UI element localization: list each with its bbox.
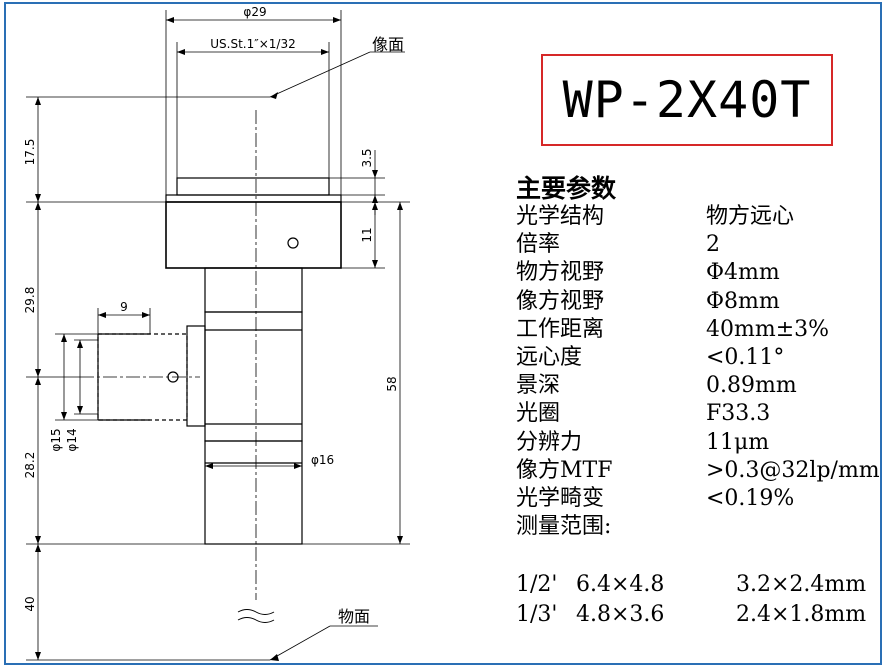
param-value: 物方远心 [706,204,795,229]
param-value: <0.11° [706,344,785,370]
model-title: WP-2X40T [562,71,812,129]
param-value: 2 [706,232,720,258]
drawing-border [4,2,882,665]
upper-body [165,201,342,269]
dim-phi14: φ14 [65,428,79,451]
param-row: 远心度 <0.11° [516,344,882,372]
dim-29-8: 29.8 [23,287,37,314]
param-row: 光学结构 物方远心 [516,203,882,231]
flange [165,194,342,203]
dim-11: 11 [360,227,374,242]
range-row: 1/3' 4.8×3.6 2.4×1.8mm [516,600,866,630]
param-row: 物方视野 Φ4mm [516,259,882,287]
range-image: 4.8×3.6 [576,602,665,627]
param-value: 11μm [706,429,770,455]
range-image: 6.4×4.8 [576,572,665,597]
thread-cap [176,177,330,196]
param-label: 光圈 [516,401,561,427]
param-label: 景深 [516,373,561,399]
dim-phi16: φ16 [311,453,334,467]
label-image-plane: 像面 [372,35,404,54]
lower-barrel [204,440,303,545]
param-row: 分辨力 11μm [516,429,882,457]
range-sensor: 1/2' [516,572,558,597]
param-label: 远心度 [516,344,583,370]
range-sensor: 1/3' [516,602,558,627]
dim-top-diameter: φ29 [243,5,266,19]
param-value: 0.89mm [706,373,797,399]
param-value: F33.3 [706,401,771,427]
param-label: 光学结构 [516,204,605,229]
range-object: 3.2×2.4mm [736,572,867,597]
param-label: 工作距离 [516,316,605,342]
measurement-range: 1/2' 6.4×4.8 3.2×2.4mm 1/3' 4.8×3.6 2.4×1.8mm [516,570,866,630]
param-label: 物方视野 [516,260,605,286]
param-row: 倍率 2 [516,231,882,259]
dim-thread: US.St.1″×1/32 [210,37,295,51]
param-label: 倍率 [516,232,561,258]
screw-icon [287,237,299,249]
param-label: 像方MTF [516,457,613,483]
param-label: 光学畸变 [516,485,605,511]
param-row: 景深 0.89mm [516,372,882,400]
param-value: Φ4mm [706,260,780,286]
dim-9: 9 [120,300,128,314]
param-value: 40mm±3% [706,316,830,342]
side-port-flange [186,325,206,427]
dim-28-2: 28.2 [23,452,37,479]
param-label: 像方视野 [516,288,605,314]
param-value: <0.19% [706,485,795,511]
dim-40: 40 [23,596,37,611]
dim-58: 58 [385,376,399,391]
param-row: 光圈 F33.3 [516,400,882,428]
model-title-box: WP-2X40T [541,54,833,146]
dim-17-5: 17.5 [23,139,37,166]
parameters-table: 主要参数 光学结构 物方远心倍率 2 物方视野 Φ4mm 像方视野 Φ8mm 工作距离 40mm… [516,174,882,541]
param-row: 光学畸变 <0.19% [516,485,882,513]
param-row: 像方视野 Φ8mm [516,288,882,316]
range-row: 1/2' 6.4×4.8 3.2×2.4mm [516,570,866,600]
dim-phi15: φ15 [49,428,63,451]
param-label: 分辨力 [516,429,583,455]
range-object: 2.4×1.8mm [736,602,867,627]
param-value: >0.3@32lp/mm [706,457,880,483]
params-heading: 主要参数 [516,174,617,203]
middle-block [204,311,303,442]
param-row: 像方MTF >0.3@32lp/mm [516,457,882,485]
param-row: 工作距离 40mm±3% [516,316,882,344]
param-value: Φ8mm [706,288,780,314]
neck [204,267,303,313]
label-object-plane: 物面 [338,607,370,626]
dim-3-5: 3.5 [360,148,374,167]
range-title: 测量范围: [516,514,612,540]
